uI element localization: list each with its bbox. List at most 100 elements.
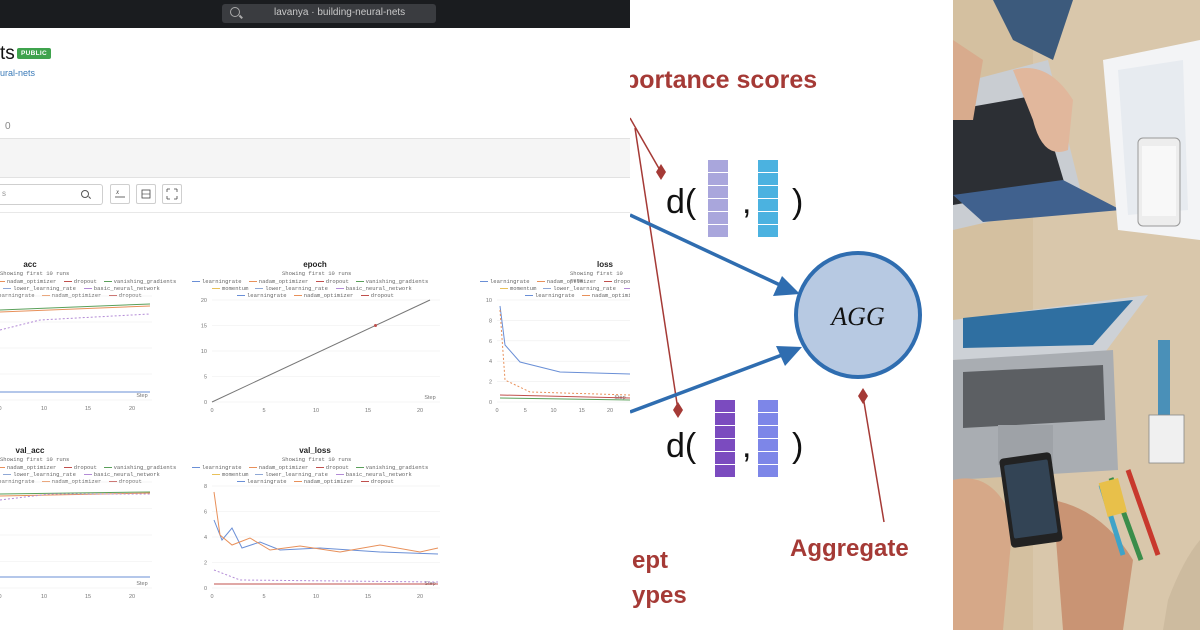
legend-label: momentum bbox=[510, 285, 537, 292]
desk-photo bbox=[953, 0, 1200, 630]
legend-entry[interactable]: dropout bbox=[63, 278, 97, 285]
legend-swatch bbox=[3, 473, 12, 476]
legend-entry[interactable]: learningrate bbox=[480, 278, 530, 285]
legend-entry[interactable]: vanishing_gradients bbox=[355, 464, 428, 471]
legend-entry[interactable]: lower_learning_rate bbox=[543, 285, 616, 292]
expand-button[interactable] bbox=[162, 184, 182, 204]
legend-label: basic_neural_network bbox=[93, 471, 160, 478]
legend-swatch bbox=[335, 473, 344, 476]
legend-entry[interactable]: dropout bbox=[108, 292, 142, 299]
legend-label: nadam_optimizer bbox=[51, 292, 102, 299]
legend-entry[interactable]: basic_neural_network bbox=[335, 285, 412, 292]
legend-label: basic_neural_network bbox=[345, 471, 412, 478]
project-link[interactable]: ural-nets bbox=[0, 68, 36, 78]
legend-entry[interactable]: lower_learning_rate bbox=[3, 471, 76, 478]
y-tick-label: 10 bbox=[486, 298, 492, 304]
legend-swatch bbox=[293, 294, 302, 297]
legend-entry[interactable]: learningrate bbox=[192, 278, 242, 285]
x-tick-label: 10 bbox=[41, 406, 47, 412]
legend-entry[interactable]: nadam_optimizer bbox=[581, 292, 630, 299]
legend-entry[interactable]: learningrate bbox=[237, 292, 287, 299]
smoothing-button[interactable] bbox=[136, 184, 156, 204]
vector-bottom-left bbox=[715, 400, 735, 477]
pointer-diamond bbox=[656, 164, 666, 180]
legend-entry[interactable]: basic_neural_network bbox=[623, 285, 630, 292]
legend-entry[interactable]: nadam_optimizer bbox=[248, 278, 308, 285]
legend-swatch bbox=[315, 466, 324, 469]
legend-label: nadam_optimizer bbox=[6, 464, 57, 471]
legend-label: dropout bbox=[370, 478, 394, 485]
legend-entry[interactable]: nadam_optimizer bbox=[41, 478, 101, 485]
legend-entry[interactable]: nadam_optimizer bbox=[41, 292, 102, 299]
legend-entry[interactable]: dropout bbox=[603, 278, 630, 285]
series-line bbox=[499, 309, 630, 396]
legend-entry[interactable]: lower_learning_rate bbox=[255, 285, 328, 292]
legend-entry[interactable]: momentum bbox=[500, 285, 536, 292]
y-tick-label: 4 bbox=[489, 359, 492, 365]
dashboard-panel: lavanya · building-neural-nets ts PUBLIC… bbox=[0, 0, 630, 630]
legend-entry[interactable]: momentum bbox=[212, 471, 248, 478]
legend-swatch bbox=[0, 280, 5, 283]
legend-entry[interactable]: lower_learning_rate bbox=[255, 471, 328, 478]
legend-entry[interactable]: learningrate bbox=[192, 464, 242, 471]
y-tick-label: 8 bbox=[204, 484, 207, 490]
project-search-box[interactable]: lavanya · building-neural-nets bbox=[222, 4, 436, 23]
legend-entry[interactable]: nadam_optimizer bbox=[248, 464, 308, 471]
legend-entry[interactable]: dropout bbox=[360, 478, 394, 485]
vector-cell bbox=[708, 225, 728, 237]
legend-entry[interactable]: dropout bbox=[315, 464, 349, 471]
legend-label: lower_learning_rate bbox=[265, 285, 328, 292]
legend-swatch bbox=[83, 473, 92, 476]
legend-entry[interactable]: vanishing_gradients bbox=[103, 464, 176, 471]
legend-swatch bbox=[103, 466, 112, 469]
x-tick-label: 5 bbox=[524, 408, 527, 414]
legend-entry[interactable]: learningrate bbox=[237, 478, 287, 485]
legend-swatch bbox=[212, 473, 220, 476]
legend-swatch bbox=[500, 287, 508, 290]
legend-entry[interactable]: learningrate bbox=[525, 292, 575, 299]
legend-entry[interactable]: dropout bbox=[315, 278, 349, 285]
legend-entry[interactable]: nadam_optimizer bbox=[0, 278, 56, 285]
aggregation-diagram: portance scores AGG d( , ) d( , ) Aggreg… bbox=[630, 0, 953, 630]
top-bar: lavanya · building-neural-nets bbox=[0, 0, 630, 28]
vector-cell bbox=[758, 465, 778, 477]
series-line bbox=[0, 303, 151, 311]
vector-cell bbox=[708, 212, 728, 224]
y-tick-label: 0 bbox=[204, 586, 207, 592]
legend-swatch bbox=[335, 287, 344, 290]
legend-entry[interactable]: nadam_optimizer bbox=[0, 464, 56, 471]
legend-entry[interactable]: nadam_optimizer bbox=[536, 278, 596, 285]
chart-acc: 0101520Step bbox=[0, 295, 152, 412]
legend-entry[interactable]: lower_learning_rate bbox=[3, 285, 76, 292]
legend-label: momentum bbox=[222, 471, 249, 478]
x-tick-label: 20 bbox=[129, 594, 135, 600]
series-line bbox=[213, 491, 439, 553]
legend-entry[interactable]: dropout bbox=[108, 478, 142, 485]
legend-entry[interactable]: dropout bbox=[360, 292, 394, 299]
legend-entry[interactable]: learningrate bbox=[0, 478, 35, 485]
legend-entry[interactable]: momentum bbox=[212, 285, 248, 292]
chart-title-acc: acc bbox=[23, 260, 37, 269]
x-axis-button[interactable]: x bbox=[110, 184, 130, 204]
legend-entry[interactable]: vanishing_gradients bbox=[103, 278, 176, 285]
legend-swatch bbox=[237, 480, 245, 483]
chart-title-val-acc: val_acc bbox=[15, 446, 45, 455]
x-tick-label: 20 bbox=[129, 406, 135, 412]
legend-entry[interactable]: vanishing_gradients bbox=[355, 278, 428, 285]
x-tick-label: 10 bbox=[41, 594, 47, 600]
y-tick-label: 2 bbox=[489, 380, 492, 386]
legend-entry[interactable]: learningrate bbox=[0, 292, 35, 299]
x-tick-label: 5 bbox=[262, 408, 265, 414]
legend-label: learningrate bbox=[535, 292, 575, 299]
legend-entry[interactable]: basic_neural_network bbox=[83, 285, 160, 292]
legend-entry[interactable]: nadam_optimizer bbox=[293, 478, 353, 485]
legend-entry[interactable]: basic_neural_network bbox=[335, 471, 412, 478]
smoothing-icon bbox=[141, 189, 151, 199]
x-tick-label: 20 bbox=[417, 594, 423, 600]
filter-input[interactable]: s bbox=[0, 184, 103, 205]
legend-entry[interactable]: dropout bbox=[63, 464, 97, 471]
legend-entry[interactable]: basic_neural_network bbox=[83, 471, 160, 478]
legend-entry[interactable]: nadam_optimizer bbox=[293, 292, 353, 299]
series-line bbox=[213, 569, 439, 583]
